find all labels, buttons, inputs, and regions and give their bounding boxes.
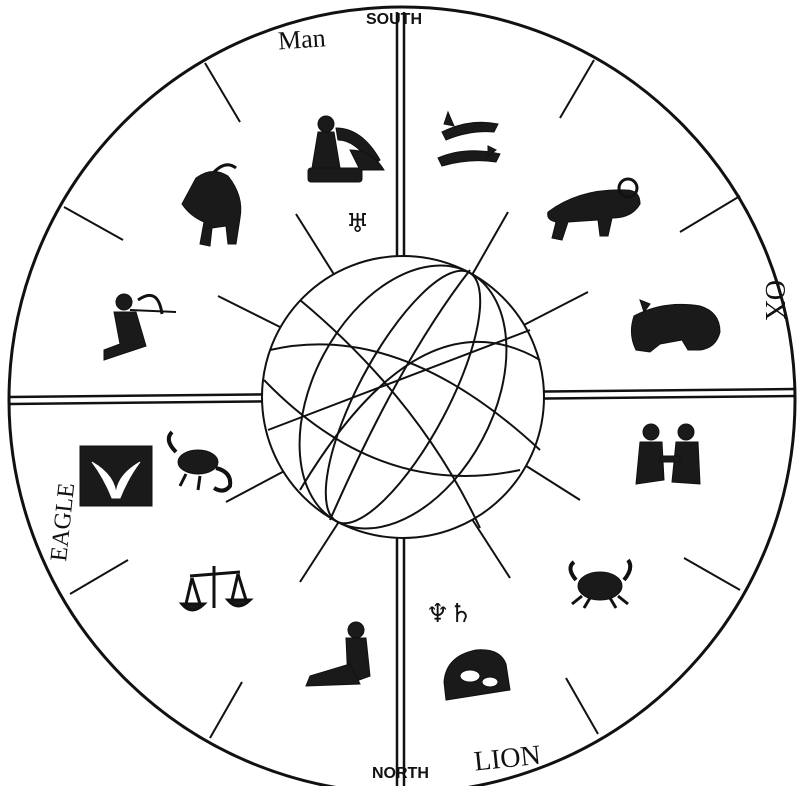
scorpio-scorpion bbox=[169, 432, 230, 491]
label-ox: OX bbox=[759, 280, 790, 320]
globe bbox=[257, 230, 548, 563]
leo-lion bbox=[444, 650, 510, 700]
eagle-emblem bbox=[80, 446, 152, 506]
sagittarius-archer bbox=[104, 294, 176, 360]
label-man: Man bbox=[277, 23, 327, 55]
virgo-virgin bbox=[306, 622, 370, 686]
pisces-fishes bbox=[438, 112, 500, 166]
taurus-bull bbox=[631, 300, 720, 352]
gemini-twins bbox=[636, 424, 700, 484]
cancer-crab bbox=[570, 560, 630, 608]
label-south: SOUTH bbox=[366, 11, 422, 28]
uranus-symbol: ♅ bbox=[346, 209, 369, 239]
aquarius-water-bearer bbox=[308, 116, 384, 182]
label-eagle: EAGLE bbox=[46, 482, 80, 563]
libra-scales bbox=[182, 566, 250, 610]
neptune-saturn-symbols: ♆♄ bbox=[426, 599, 473, 629]
capricorn-goat bbox=[182, 165, 241, 246]
label-north: NORTH bbox=[372, 765, 429, 782]
aries-ram bbox=[548, 179, 640, 240]
